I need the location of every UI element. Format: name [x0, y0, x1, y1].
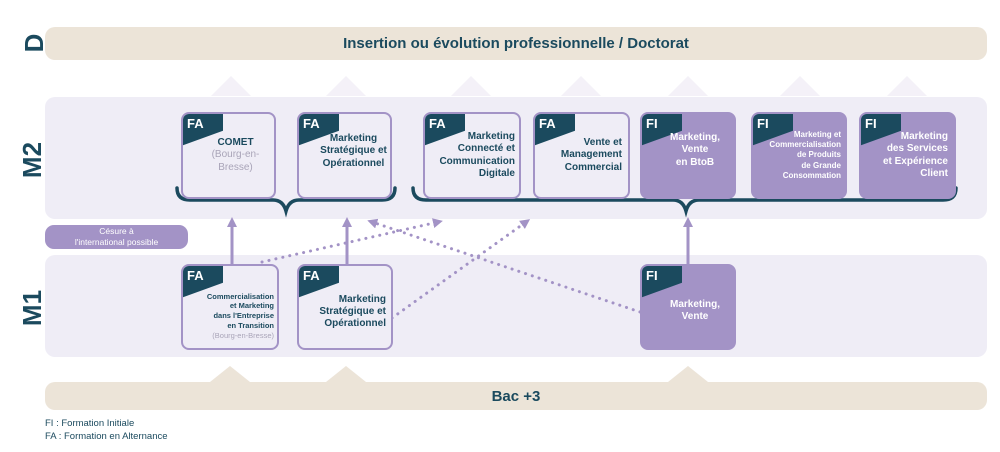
m2-card-marketing-vente-btob[interactable]: FI Marketing, Vente en BtoB	[640, 112, 736, 199]
chevron-up-icon	[780, 76, 820, 96]
m2-card-grande-consommation[interactable]: FI Marketing et Commercialisation de Pro…	[751, 112, 847, 199]
chevron-up-icon	[210, 366, 250, 382]
chevron-up-icon	[887, 76, 927, 96]
dotted-arrow-fa1-to-digital	[260, 218, 443, 264]
legend-fi: FI : Formation Initiale	[45, 418, 135, 429]
chevron-up-icon	[668, 366, 708, 382]
top-band	[45, 27, 987, 60]
m2-card-comet[interactable]: FA COMET (Bourg-en- Bresse)	[181, 112, 276, 199]
chevron-up-icon	[211, 76, 251, 96]
dotted-arrow-fi-to-fa2	[367, 218, 642, 314]
chevron-up-icon	[668, 76, 708, 96]
chevron-up-icon	[326, 76, 366, 96]
legend-fa: FA : Formation en Alternance	[45, 431, 168, 442]
chevron-up-icon	[561, 76, 601, 96]
top-band-label: Insertion ou évolution professionnelle /…	[343, 35, 689, 52]
m2-card-marketing-strategique[interactable]: FA Marketing Stratégique et Opérationnel	[297, 112, 392, 199]
bottom-band	[45, 382, 987, 410]
bottom-band-label: Bac +3	[491, 387, 541, 405]
m2-left-brace	[175, 186, 397, 218]
m1-card-marketing-vente[interactable]: FI Marketing, Vente	[640, 264, 736, 350]
m2-card-vente-management[interactable]: FA Vente et Management Commercial	[533, 112, 630, 199]
m2-right-brace	[411, 186, 958, 218]
m2-card-marketing-connecte[interactable]: FA Marketing Connecté et Communication D…	[423, 112, 521, 199]
m1-card-marketing-strategique[interactable]: FA Marketing Stratégique et Opérationnel	[297, 264, 393, 350]
m1-card-commercialisation-transition[interactable]: FA Commercialisation et Marketing dans l…	[181, 264, 279, 350]
dotted-arrow-fa2-to-vente	[390, 219, 531, 320]
m2-card-services-experience[interactable]: FI Marketing des Services et Expérience …	[859, 112, 956, 199]
chevron-up-icon	[451, 76, 491, 96]
chevron-up-icon	[326, 366, 366, 382]
